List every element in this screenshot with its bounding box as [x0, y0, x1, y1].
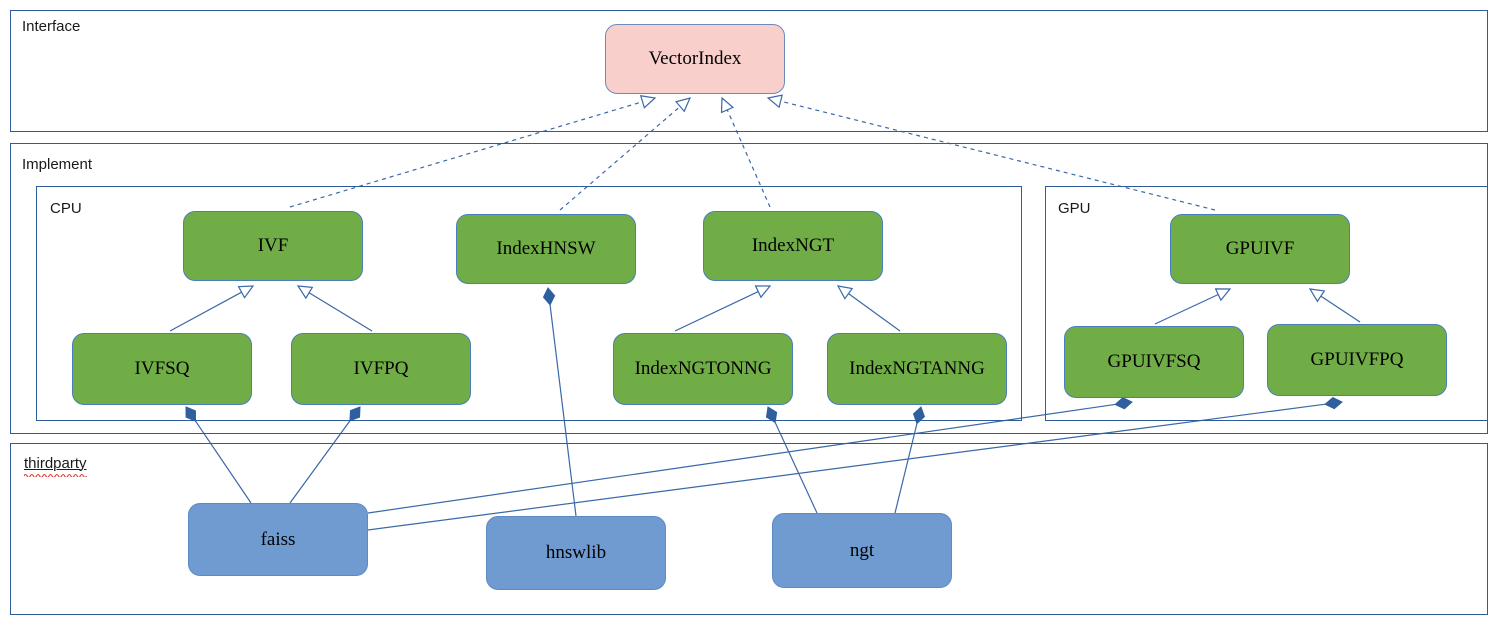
node-label: GPUIVFSQ	[1107, 351, 1201, 372]
node-indexngtanng[interactable]: IndexNGTANNG	[827, 333, 1007, 405]
node-label: VectorIndex	[648, 48, 742, 69]
group-label-gpu: GPU	[1058, 200, 1091, 217]
node-ivf[interactable]: IVF	[183, 211, 363, 281]
node-ivfpq[interactable]: IVFPQ	[291, 333, 471, 405]
node-faiss[interactable]: faiss	[188, 503, 368, 576]
node-label: GPUIVF	[1225, 238, 1295, 259]
node-gpuivfpq[interactable]: GPUIVFPQ	[1267, 324, 1447, 396]
node-label: faiss	[260, 528, 296, 550]
node-label: hnswlib	[545, 542, 607, 563]
node-indexngtonng[interactable]: IndexNGTONNG	[613, 333, 793, 405]
node-label: GPUIVFPQ	[1310, 349, 1404, 370]
group-thirdparty	[10, 443, 1488, 615]
node-label: IndexNGTONNG	[634, 358, 772, 379]
group-label-cpu: CPU	[50, 200, 82, 217]
group-label-thirdparty: thirdparty	[24, 456, 87, 477]
node-ivfsq[interactable]: IVFSQ	[72, 333, 252, 405]
group-interface	[10, 10, 1488, 132]
node-indexngt[interactable]: IndexNGT	[703, 211, 883, 281]
node-label: IVFPQ	[353, 358, 409, 379]
node-hnswlib[interactable]: hnswlib	[486, 516, 666, 590]
node-label: IVF	[257, 235, 289, 256]
node-gpuivf[interactable]: GPUIVF	[1170, 214, 1350, 284]
node-label: IndexNGTANNG	[849, 358, 985, 379]
group-label-implement: Implement	[22, 156, 93, 173]
node-gpuivfsq[interactable]: GPUIVFSQ	[1064, 326, 1244, 398]
group-gpu	[1045, 186, 1488, 421]
node-ngt[interactable]: ngt	[772, 513, 952, 588]
node-label: IndexHNSW	[496, 238, 596, 259]
group-cpu	[36, 186, 1022, 421]
group-label-interface: Interface	[22, 18, 81, 35]
node-label: IndexNGT	[751, 235, 835, 256]
node-indexhnsw[interactable]: IndexHNSW	[456, 214, 636, 284]
node-vectorindex[interactable]: VectorIndex	[605, 24, 785, 94]
node-label: ngt	[849, 539, 875, 561]
spellcheck-squiggle-icon	[24, 474, 87, 477]
node-label: IVFSQ	[134, 358, 190, 379]
